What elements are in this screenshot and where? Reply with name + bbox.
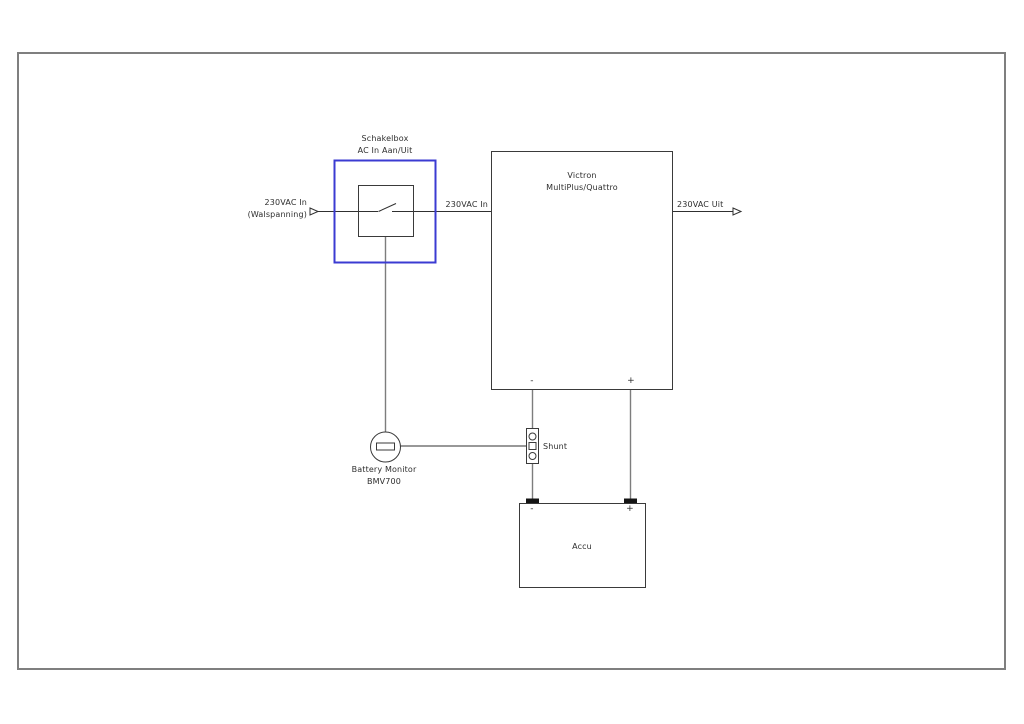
- inverter-minus-label: -: [530, 376, 534, 386]
- battery-plus-terminal: [624, 498, 637, 503]
- switch-blade: [378, 203, 397, 212]
- switchbox-outline: [333, 159, 437, 264]
- switchbox-subtitle: AC In Aan/Uit: [357, 145, 413, 155]
- source-label-line1: 230VAC In: [264, 198, 307, 207]
- battery-monitor-label: Battery Monitor BMV700: [352, 464, 417, 487]
- shunt-top-terminal: [528, 432, 537, 441]
- shunt-sense-connector: [528, 442, 537, 450]
- battery-minus-label: -: [530, 504, 534, 514]
- source-label-line2: (Walspanning): [247, 209, 307, 219]
- inverter-box: [491, 151, 673, 390]
- battery-box: [519, 503, 646, 588]
- switchbox-label: Schakelbox AC In Aan/Uit: [358, 133, 413, 156]
- inverter-label: Victron MultiPlus/Quattro: [546, 170, 618, 193]
- switch-body: [358, 185, 414, 237]
- inverter-plus-label: +: [627, 376, 635, 386]
- wire-ac-in-label: 230VAC In: [445, 200, 488, 209]
- wire-ac-out-label: 230VAC Uit: [677, 200, 724, 209]
- drawing-border: [17, 52, 1006, 670]
- battery-monitor-symbol: [370, 431, 401, 463]
- battery-label: Accu: [572, 542, 592, 551]
- inverter-label-line2: MultiPlus/Quattro: [546, 182, 618, 192]
- source-label: 230VAC In (Walspanning): [248, 197, 307, 220]
- battery-plus-label: +: [626, 504, 634, 514]
- ac-out-arrow-icon: [732, 207, 743, 216]
- battery-monitor-label-line2: BMV700: [366, 476, 402, 486]
- battery-monitor-label-line1: Battery Monitor: [351, 465, 417, 474]
- inverter-label-line1: Victron: [567, 171, 597, 180]
- shunt-label: Shunt: [543, 442, 568, 451]
- switchbox-title: Schakelbox: [361, 134, 409, 143]
- shunt-bottom-terminal: [528, 452, 537, 460]
- battery-minus-terminal: [526, 498, 539, 503]
- ac-in-arrow-icon: [309, 207, 320, 216]
- battery-monitor-display: [376, 442, 395, 451]
